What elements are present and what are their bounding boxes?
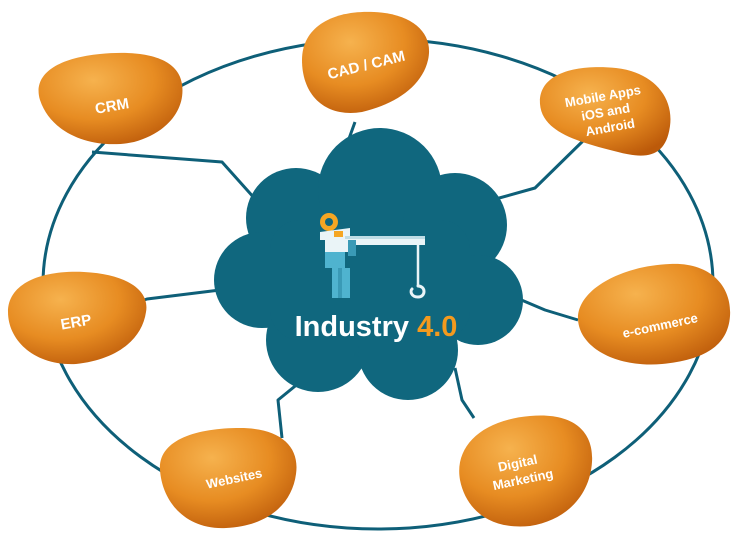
- node-erp[interactable]: ERP: [8, 271, 147, 365]
- node-websites[interactable]: Websites: [159, 428, 297, 529]
- node-crm-label: CRM: [94, 95, 131, 118]
- node-websites-shape: [159, 428, 297, 529]
- node-e-commerce[interactable]: e-commerce: [578, 263, 731, 365]
- node-mobile-apps-shape: [539, 67, 671, 156]
- node-crm-shape: [38, 52, 183, 145]
- node-mobile-apps[interactable]: Mobile Apps iOS and Android: [539, 67, 671, 156]
- center-title-version: 4.0: [417, 311, 457, 343]
- center-title: Industry 4.0: [295, 311, 458, 343]
- center-title-main: Industry: [295, 311, 417, 343]
- connector-digital-marketing: [453, 367, 476, 419]
- connector-e-commerce: [511, 294, 579, 322]
- node-cad-cam-shape: [302, 11, 430, 113]
- node-crm[interactable]: CRM: [38, 52, 183, 145]
- node-e-commerce-shape: [578, 263, 731, 365]
- connector-mobile-apps: [491, 136, 588, 202]
- connector-crm: [91, 150, 267, 212]
- node-cad-cam[interactable]: CAD / CAM: [302, 11, 430, 113]
- center-cloud: [214, 128, 523, 400]
- node-erp-label: ERP: [59, 311, 92, 333]
- node-erp-shape: [8, 271, 147, 365]
- node-digital-marketing[interactable]: Digital Marketing: [459, 415, 593, 527]
- crane-icon: [320, 213, 426, 299]
- node-digital-marketing-shape: [459, 415, 593, 527]
